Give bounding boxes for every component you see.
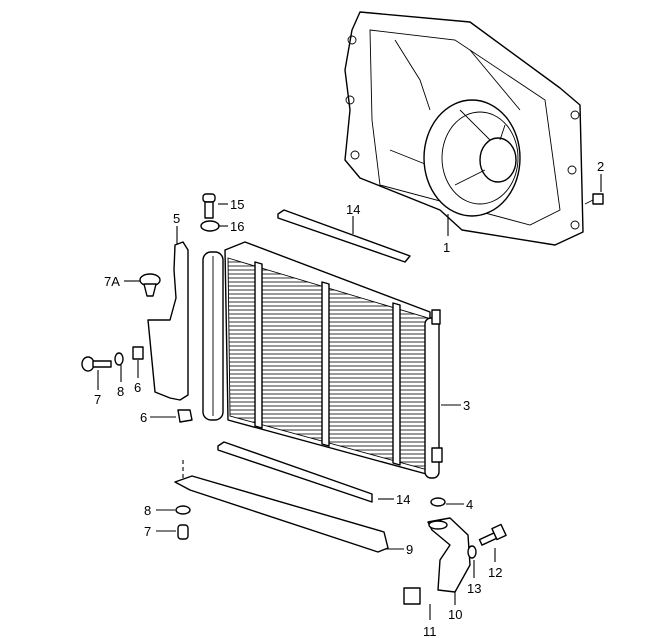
washer-16 [200,220,220,232]
callout-2: 2 [597,159,604,174]
callout-13: 13 [467,581,481,596]
screw-7-lower [177,524,189,540]
bolt-12 [478,523,507,546]
seal-strip-top [277,209,411,263]
washer-8-lower [175,505,191,515]
callout-7-left: 7 [94,392,101,407]
fan-shroud [344,11,584,246]
washer-8-left [114,352,124,366]
callout-4: 4 [466,497,473,512]
callout-11: 11 [423,624,437,638]
callout-7A: 7A [104,274,120,289]
washer-4 [430,497,446,507]
callout-3: 3 [463,398,470,413]
callout-6-left: 6 [134,380,141,395]
washer-13 [467,545,477,559]
screw-2 [584,193,604,205]
clip-7A [139,273,161,297]
radiator [202,241,443,479]
nut-6-middle [177,409,193,423]
callout-1: 1 [443,240,450,255]
callout-16: 16 [230,219,244,234]
callout-5: 5 [173,211,180,226]
lower-plate-9 [174,475,389,553]
callout-14-top: 14 [346,202,360,217]
seal-strip-bottom [217,441,373,503]
callout-9: 9 [406,542,413,557]
callout-8-left: 8 [117,384,124,399]
callout-14-bottom: 14 [396,492,410,507]
nut-11 [403,587,421,605]
leader-lines [97,174,602,620]
callout-10: 10 [448,607,462,622]
bolt-15 [202,193,216,219]
callout-7-lower: 7 [144,524,151,539]
callout-8-lower: 8 [144,503,151,518]
nut-6-left [132,346,144,360]
screw-7-left [81,356,112,372]
bracket-5 [147,241,189,401]
callout-6-middle: 6 [140,410,147,425]
callout-15: 15 [230,197,244,212]
bracket-10 [427,517,471,593]
callout-12: 12 [488,565,502,580]
